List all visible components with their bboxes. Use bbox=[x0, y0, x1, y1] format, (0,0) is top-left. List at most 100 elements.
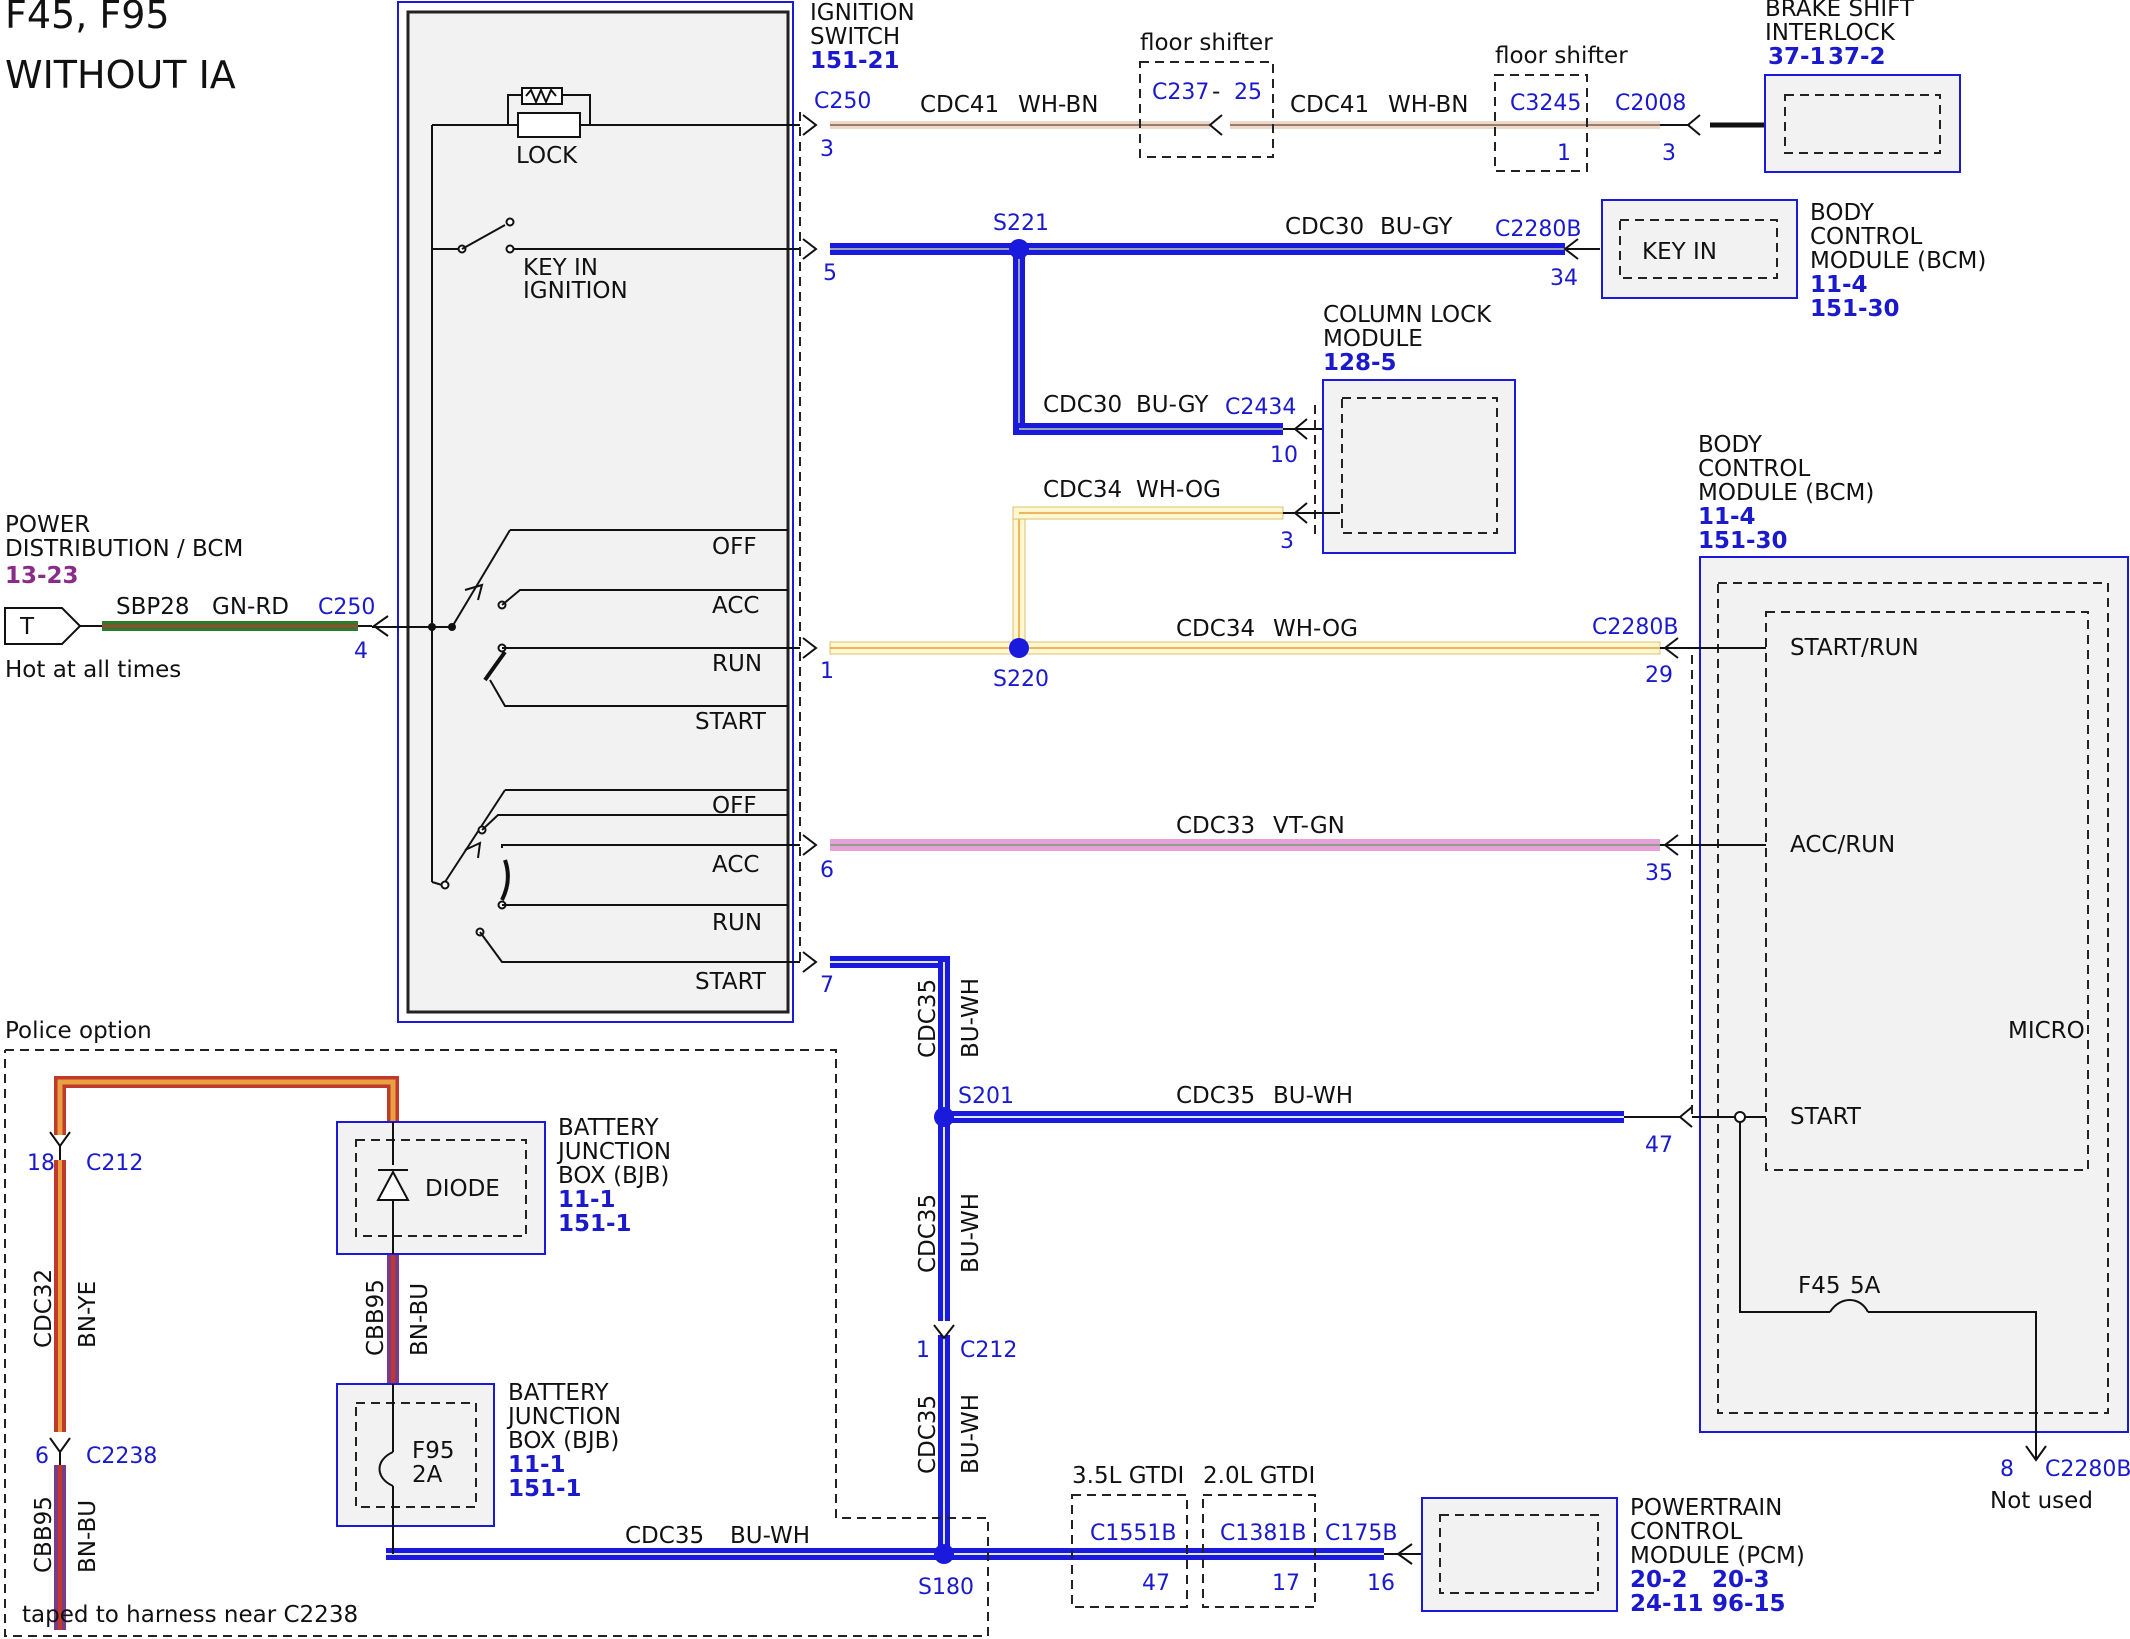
pcm-ref-4: 96-15 bbox=[1712, 1591, 1786, 1617]
cdc30-branch-circuit: CDC30 bbox=[1043, 392, 1122, 418]
cdc30-branch-color: BU-GY bbox=[1136, 392, 1209, 418]
c2008-label: C2008 bbox=[1615, 91, 1686, 116]
f95-rating: 2A bbox=[412, 1462, 443, 1488]
cdc30-circuit: CDC30 bbox=[1285, 214, 1364, 240]
s220-label: S220 bbox=[993, 667, 1049, 692]
bcm-micro-label: MICRO bbox=[2008, 1018, 2085, 1044]
cdc34-branch-color: WH-OG bbox=[1136, 477, 1221, 503]
gtdi-20-label: 2.0L GTDI bbox=[1203, 1463, 1315, 1489]
c175b-pin: 16 bbox=[1367, 1571, 1395, 1596]
bjb2-name-2: JUNCTION bbox=[506, 1404, 621, 1430]
bjb-ref-1: 11-1 bbox=[558, 1187, 616, 1213]
c250-input-connector: C250 bbox=[318, 595, 375, 620]
c250-input-pin: 4 bbox=[354, 639, 368, 664]
diagram-title: F45, F95 bbox=[5, 0, 170, 37]
key-in-input-label: KEY IN bbox=[1642, 239, 1717, 265]
bcm-main-name-3: MODULE (BCM) bbox=[1698, 480, 1874, 506]
lower-pos-acc: ACC bbox=[712, 852, 759, 878]
police-c212-label: C212 bbox=[86, 1151, 143, 1176]
cdc41-circuit: CDC41 bbox=[920, 92, 999, 118]
bjb-ref-2: 151-1 bbox=[558, 1211, 632, 1237]
diode-icon bbox=[376, 1122, 410, 1254]
ignition-switch-frame bbox=[397, 1, 794, 1023]
diagram-subtitle: WITHOUT IA bbox=[5, 53, 236, 97]
brake-shift-ref-1: 37-1 bbox=[1768, 44, 1826, 70]
c1381b-connector bbox=[1202, 1494, 1316, 1608]
cdc32-circuit: CDC32 bbox=[31, 1269, 57, 1348]
pcm-ref-1: 20-2 bbox=[1630, 1567, 1688, 1593]
cbb95-color: BN-BU bbox=[75, 1500, 101, 1573]
s201-label: S201 bbox=[958, 1084, 1014, 1109]
bottom-cdc35-color: BU-WH bbox=[730, 1523, 810, 1549]
c250-pin-1: 1 bbox=[820, 659, 834, 684]
c2434-label: C2434 bbox=[1225, 395, 1296, 420]
column-lock-pin-3: 3 bbox=[1280, 529, 1294, 554]
terminal-label: T bbox=[19, 614, 35, 640]
c2280b-pin-8: 8 bbox=[2000, 1457, 2014, 1482]
not-used-label: Not used bbox=[1990, 1488, 2093, 1514]
cdc33-color: VT-GN bbox=[1273, 813, 1345, 839]
cdc35-vertical-circuit-2: CDC35 bbox=[915, 1194, 941, 1273]
pcm-name-3: MODULE (PCM) bbox=[1630, 1543, 1805, 1569]
s180-label: S180 bbox=[918, 1575, 974, 1600]
s221-label: S221 bbox=[993, 211, 1049, 236]
c175b-label: C175B bbox=[1325, 1521, 1397, 1546]
bcm-start-label: START bbox=[1790, 1104, 1862, 1130]
cdc30-color: BU-GY bbox=[1380, 214, 1453, 240]
c250-pin-5: 5 bbox=[823, 261, 837, 286]
lower-pos-run: RUN bbox=[712, 910, 762, 936]
cdc32-color: BN-YE bbox=[75, 1281, 101, 1348]
cdc34-color: WH-OG bbox=[1273, 616, 1358, 642]
brake-shift-name-1: BRAKE SHIFT bbox=[1765, 0, 1915, 22]
bcm-top-name-3: MODULE (BCM) bbox=[1810, 248, 1986, 274]
wire-cdc41 bbox=[830, 121, 1765, 129]
cdc35-vertical-color: BU-WH bbox=[958, 978, 984, 1058]
upper-pos-start: START bbox=[695, 709, 767, 735]
column-lock-ref: 128-5 bbox=[1323, 350, 1397, 376]
cdc35-vertical-circuit-3: CDC35 bbox=[915, 1395, 941, 1474]
c2434-pin-10: 10 bbox=[1270, 443, 1298, 468]
bcm-acc-run-label: ACC/RUN bbox=[1790, 832, 1895, 858]
c2280b-pin-29: 29 bbox=[1645, 663, 1673, 688]
pcm-ref-2: 20-3 bbox=[1712, 1567, 1770, 1593]
upper-pos-run: RUN bbox=[712, 651, 762, 677]
wire-cdc35 bbox=[386, 956, 1680, 1560]
bcm-start-run-label: START/RUN bbox=[1790, 635, 1919, 661]
c2280b-pin-47: 47 bbox=[1645, 1133, 1673, 1158]
f45-label: F45 bbox=[1798, 1273, 1841, 1299]
c1551b-label: C1551B bbox=[1090, 1521, 1176, 1546]
bcm-main-name-1: BODY bbox=[1698, 432, 1763, 458]
ignition-switch-name-1: IGNITION bbox=[810, 0, 915, 26]
floor-shifter-label-1: floor shifter bbox=[1140, 30, 1273, 56]
cbb95-circuit: CBB95 bbox=[31, 1496, 57, 1573]
cdc41-color-2: WH-BN bbox=[1388, 92, 1469, 118]
c2238-label: C2238 bbox=[86, 1444, 157, 1469]
c212-pin-1: 1 bbox=[916, 1338, 930, 1363]
upper-pos-acc: ACC bbox=[712, 593, 759, 619]
c1381b-label: C1381B bbox=[1220, 1521, 1306, 1546]
bjb2-name-3: BOX (BJB) bbox=[508, 1428, 619, 1454]
c237-dash: - bbox=[1212, 79, 1220, 105]
key-in-label-1: KEY IN bbox=[523, 255, 598, 281]
c3245-label: C3245 bbox=[1510, 91, 1581, 116]
police-option-outline bbox=[4, 1049, 989, 1637]
column-lock-name-2: MODULE bbox=[1323, 326, 1423, 352]
f95-label: F95 bbox=[412, 1438, 455, 1464]
cdc35-color: BU-WH bbox=[1273, 1083, 1353, 1109]
cbb95b-color: BN-BU bbox=[407, 1283, 433, 1356]
lock-label: LOCK bbox=[516, 143, 578, 169]
police-option-label: Police option bbox=[5, 1018, 152, 1044]
brake-shift-ref-2: 37-2 bbox=[1828, 44, 1886, 70]
column-lock-name-1: COLUMN LOCK bbox=[1323, 302, 1492, 328]
bcm-main-ref-1: 11-4 bbox=[1698, 504, 1756, 530]
upper-pos-off: OFF bbox=[712, 534, 757, 560]
sbp28-circuit: SBP28 bbox=[116, 594, 190, 620]
gtdi-35-label: 3.5L GTDI bbox=[1072, 1463, 1184, 1489]
pcm-name-2: CONTROL bbox=[1630, 1519, 1743, 1545]
power-dist-ref: 13-23 bbox=[5, 563, 79, 589]
c250-pin-3: 3 bbox=[820, 137, 834, 162]
wire-cdc32 bbox=[54, 1076, 399, 1630]
c250-pin-6: 6 bbox=[820, 858, 834, 883]
c2280b-bottom-label: C2280B bbox=[2045, 1457, 2130, 1482]
